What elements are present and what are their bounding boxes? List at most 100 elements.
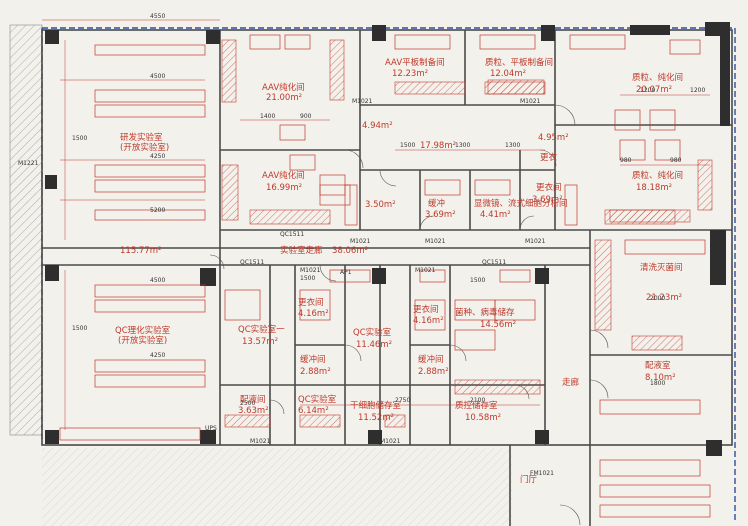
dim-label: 1400	[260, 113, 275, 120]
dim-label: 1500	[470, 277, 485, 284]
lab-label-rd-sub: (开放实验室)	[120, 142, 169, 153]
room-area: 6.14m²	[298, 406, 329, 416]
room-name: 缓冲间	[300, 354, 326, 365]
room-name: QC实验室一	[238, 324, 285, 335]
bench	[384, 414, 406, 428]
lab-label-qc-sub: (开放实验室)	[118, 335, 167, 346]
column	[45, 175, 57, 189]
door-code: QC1511	[482, 259, 506, 266]
room-name: 质粒、纯化间	[632, 72, 683, 83]
room-name: 配液室	[645, 360, 671, 371]
column	[535, 268, 549, 284]
column	[200, 268, 216, 286]
door-code: M1021	[380, 438, 401, 445]
equipment	[224, 34, 711, 518]
bench	[221, 39, 237, 103]
room-name: 缓冲	[428, 198, 445, 209]
dim-label: 1500	[72, 325, 87, 332]
bench	[299, 414, 341, 428]
room-area: 13.57m²	[242, 337, 278, 347]
room-area: 38.06m²	[332, 246, 368, 256]
room-name: 质粒、平板制备间	[485, 57, 553, 68]
dim-label: 980	[620, 157, 632, 164]
lab-label-rd: 研发实验室	[120, 132, 163, 143]
door-code: AP1	[340, 269, 352, 276]
room-name: 质粒、纯化间	[632, 170, 683, 181]
room-area: 16.99m²	[266, 183, 302, 193]
room-name: QC实验室	[298, 394, 337, 405]
dim-label: 900	[300, 113, 312, 120]
room-area: 11.52m²	[358, 413, 394, 423]
dim-label: 1300	[505, 142, 520, 149]
column	[705, 22, 730, 36]
dimension-lines	[42, 19, 710, 430]
dim-label: 4250	[150, 352, 165, 359]
dim-label: 2100	[470, 397, 485, 404]
room-name: 清洗灭菌间	[640, 262, 683, 273]
exterior-boundary-top	[42, 27, 736, 520]
dim-label: 2000	[650, 295, 665, 302]
qc-lab-benches	[59, 284, 206, 441]
door-code: M1021	[350, 238, 371, 245]
room-name: 干细胞储存室	[350, 400, 402, 411]
dim-top: 4550	[150, 13, 165, 20]
door-code: FM1021	[530, 470, 554, 477]
room-area: 17.98m²	[420, 141, 456, 151]
bench	[249, 209, 331, 225]
room-area: 4.41m²	[480, 210, 511, 220]
room-name: 缓冲间	[418, 354, 444, 365]
outside-area	[42, 448, 512, 526]
column	[535, 430, 549, 444]
room-name: AAV纯化间	[262, 170, 305, 181]
exterior-hatch	[9, 24, 43, 436]
dim-label: 1200	[640, 87, 655, 94]
building-outline	[41, 29, 733, 446]
door-code: M1021	[415, 267, 436, 274]
door-code: M1021	[525, 238, 546, 245]
room-name: 实验室走廊	[280, 245, 323, 256]
column	[630, 25, 670, 35]
column	[200, 430, 216, 444]
dim-label: 1500	[400, 142, 415, 149]
room-name: 走廊	[562, 377, 580, 388]
rd-lab-benches	[94, 44, 206, 221]
column	[720, 36, 730, 126]
room-area: 11.46m²	[356, 340, 392, 350]
room-name: 更衣间	[413, 304, 439, 315]
room-name: QC实验室	[353, 327, 392, 338]
room-name: 更衣间	[536, 182, 562, 193]
room-area: 21.23m²	[646, 293, 682, 303]
door-code: QC1511	[240, 259, 264, 266]
door-code: M1021	[250, 438, 271, 445]
room-area: 12.04m²	[490, 69, 526, 79]
door-code: M1021	[300, 267, 321, 274]
room-area: 4.94m²	[362, 121, 393, 131]
column	[368, 430, 382, 444]
room-area: 3.69m²	[425, 210, 456, 220]
column	[206, 30, 220, 44]
ups-label: UPS	[205, 425, 217, 432]
room-area: 12.23m²	[392, 69, 428, 79]
dim-label: 1500	[300, 275, 315, 282]
room-area: 3.63m²	[238, 406, 269, 416]
bench	[697, 159, 713, 211]
column	[720, 40, 728, 46]
room-area: 3.69m²	[532, 195, 563, 205]
door-code: QC1511	[280, 231, 304, 238]
column	[372, 268, 386, 284]
room-name: 配液间	[240, 394, 266, 405]
room-name: AAV平板制备间	[385, 57, 445, 68]
room-area: 4.95m²	[538, 133, 569, 143]
column	[45, 265, 59, 281]
room-name: 显微镜、流式细胞分析间	[474, 198, 568, 209]
room-name: 更衣	[540, 152, 558, 163]
bench	[454, 379, 541, 395]
column	[706, 440, 722, 456]
room-area: 8.10m²	[645, 373, 676, 383]
dim-label: 4500	[150, 277, 165, 284]
room-name: AAV纯化间	[262, 82, 305, 93]
bench	[631, 335, 683, 351]
dim-label: 1800	[650, 380, 665, 387]
room-name: 门厅	[520, 474, 538, 485]
